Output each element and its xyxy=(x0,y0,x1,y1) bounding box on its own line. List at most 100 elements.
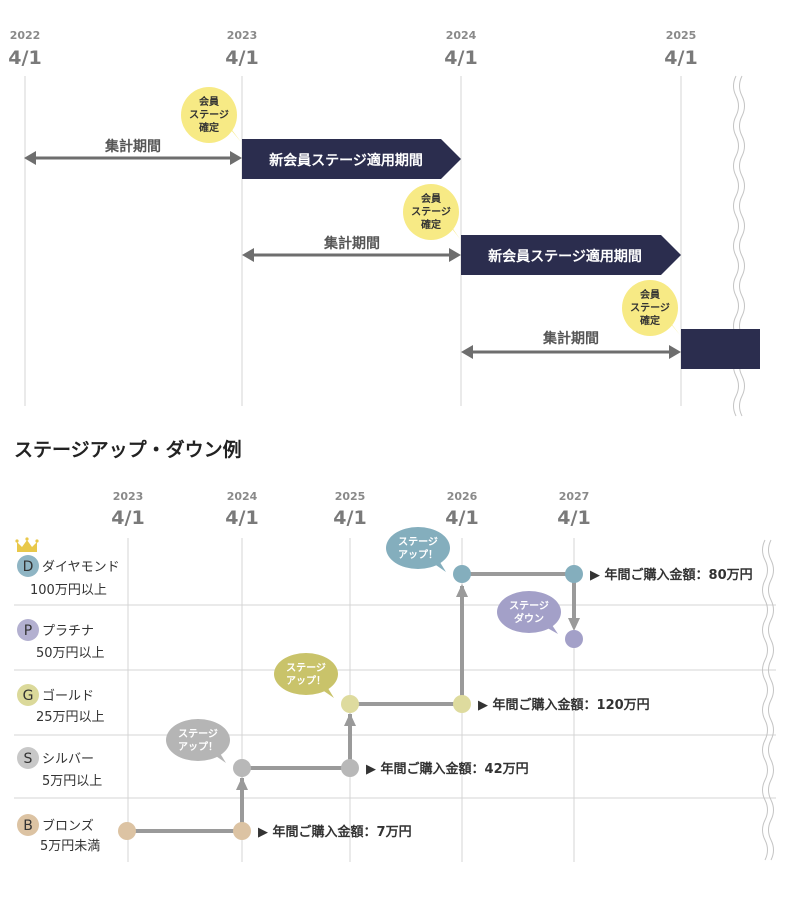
period-label: 集計期間 xyxy=(323,235,380,252)
stage-threshold: 50万円以上 xyxy=(36,646,105,661)
stage-dot xyxy=(565,630,583,648)
confirm-badge: 会員 ステージ 確定 xyxy=(403,184,460,240)
break-wave xyxy=(768,539,774,861)
stage-label-platinum: P プラチナ 50万円以上 xyxy=(17,619,105,661)
stage-dot xyxy=(233,759,251,777)
badge-text: 確定 xyxy=(199,121,219,134)
bubble-text: ステージ xyxy=(398,536,438,548)
example-section: ステージアップ・ダウン例 2023 4/1 2024 4/1 2025 4/1 … xyxy=(14,438,776,862)
stage-name: ダイヤモンド xyxy=(42,560,120,575)
example-year-label: 2024 xyxy=(227,490,258,503)
stage-period-box xyxy=(242,139,461,179)
bubble-text: ダウン xyxy=(514,612,544,625)
purchase-amount: ▶ 年間ご購入金額：42万円 xyxy=(366,761,529,777)
stage-dot xyxy=(118,822,136,840)
badge-circle xyxy=(622,280,678,336)
arrow-up-icon xyxy=(456,584,468,597)
example-year-label: 2025 xyxy=(335,490,366,503)
stage-letter-circle xyxy=(17,555,39,577)
stage-dot xyxy=(233,822,251,840)
arrow-up-icon xyxy=(344,713,356,726)
stage-name: シルバー xyxy=(42,752,94,767)
stage-letter-circle xyxy=(17,747,39,769)
top-date-label: 4/1 xyxy=(444,47,477,69)
stage-period-box xyxy=(461,235,681,275)
stage-period-label: 新会員ステージ適用期間 xyxy=(269,152,423,169)
section-title: ステージアップ・ダウン例 xyxy=(14,438,242,461)
bubble-text: ステージ xyxy=(509,600,549,612)
badge-circle xyxy=(403,184,459,240)
stage-up-bubble: ステージ アップ！ xyxy=(274,653,338,698)
purchase-amount: ▶ 年間ご購入金額：7万円 xyxy=(258,824,412,840)
arrow-down-icon xyxy=(568,618,580,631)
badge-text: ステージ xyxy=(630,302,670,314)
stage-name: プラチナ xyxy=(42,624,94,639)
stage-dot xyxy=(565,565,583,583)
example-year-label: 2026 xyxy=(447,490,478,503)
example-year-label: 2023 xyxy=(113,490,144,503)
arrow-head-right xyxy=(449,248,461,262)
top-year-label: 2022 xyxy=(10,29,41,42)
stage-letter: S xyxy=(24,751,33,767)
stage-letter: P xyxy=(24,623,32,639)
arrow-head-right xyxy=(669,345,681,359)
bubble-text: アップ！ xyxy=(398,548,438,561)
stage-period-label: 新会員ステージ適用期間 xyxy=(488,248,642,265)
break-wave xyxy=(762,539,768,861)
period-label: 集計期間 xyxy=(542,330,599,347)
example-date-label: 4/1 xyxy=(333,507,366,529)
period-label: 集計期間 xyxy=(104,138,161,155)
stage-dot xyxy=(341,695,359,713)
stage-letter-circle xyxy=(17,684,39,706)
crown-icon xyxy=(15,537,39,552)
stage-up-bubble: ステージ アップ！ xyxy=(166,719,230,763)
top-date-label: 4/1 xyxy=(225,47,258,69)
arrow-head-left xyxy=(24,151,36,165)
stage-threshold: 5万円未満 xyxy=(40,839,100,854)
stage-period-box xyxy=(681,329,760,369)
stage-name: ブロンズ xyxy=(42,818,94,834)
stage-name: ゴールド xyxy=(42,688,94,704)
top-year-label: 2023 xyxy=(227,29,258,42)
confirm-badge: 会員 ステージ 確定 xyxy=(622,280,680,336)
top-timeline: 2022 4/1 2023 4/1 2024 4/1 2025 4/1 集計期間… xyxy=(8,29,760,417)
bubble-text: ステージ xyxy=(286,662,326,674)
badge-text: 確定 xyxy=(421,218,441,231)
stage-dot xyxy=(341,759,359,777)
stage-label-gold: G ゴールド 25万円以上 xyxy=(17,684,105,725)
stage-dot xyxy=(453,565,471,583)
top-date-label: 4/1 xyxy=(8,47,41,69)
stage-letter-circle xyxy=(17,619,39,641)
timeline-row: 集計期間 新会員ステージ適用期間 会員 ステージ 確定 xyxy=(24,87,461,179)
bubble-text: アップ！ xyxy=(286,674,326,687)
arrow-head-left xyxy=(461,345,473,359)
top-year-label: 2025 xyxy=(666,29,697,42)
purchase-amount: ▶ 年間ご購入金額：120万円 xyxy=(478,697,650,713)
stage-threshold: 5万円以上 xyxy=(42,774,102,789)
top-year-label: 2024 xyxy=(446,29,477,42)
example-date-label: 4/1 xyxy=(111,507,144,529)
confirm-badge: 会員 ステージ 確定 xyxy=(181,87,241,143)
stage-letter: B xyxy=(23,818,33,834)
stage-letter: D xyxy=(23,559,34,575)
stage-threshold: 25万円以上 xyxy=(36,710,105,725)
example-date-label: 4/1 xyxy=(445,507,478,529)
example-date-label: 4/1 xyxy=(557,507,590,529)
badge-text: 会員 xyxy=(421,192,441,205)
timeline-row: 集計期間 会員 ステージ 確定 xyxy=(461,280,760,369)
purchase-amount: ▶ 年間ご購入金額：80万円 xyxy=(590,567,753,583)
arrow-head-left xyxy=(242,248,254,262)
arrow-head-right xyxy=(230,151,242,165)
bubble-text: アップ！ xyxy=(178,740,218,753)
badge-text: ステージ xyxy=(189,109,229,121)
stage-label-diamond: D ダイヤモンド 100万円以上 xyxy=(17,555,120,598)
stage-label-silver: S シルバー 5万円以上 xyxy=(17,747,102,789)
bubble-text: ステージ xyxy=(178,728,218,740)
stage-label-bronze: B ブロンズ 5万円未満 xyxy=(17,814,100,854)
badge-text: ステージ xyxy=(411,206,451,218)
top-date-label: 4/1 xyxy=(664,47,697,69)
arrow-up-icon xyxy=(236,777,248,790)
badge-text: 確定 xyxy=(640,314,660,327)
stage-letter-circle xyxy=(17,814,39,836)
